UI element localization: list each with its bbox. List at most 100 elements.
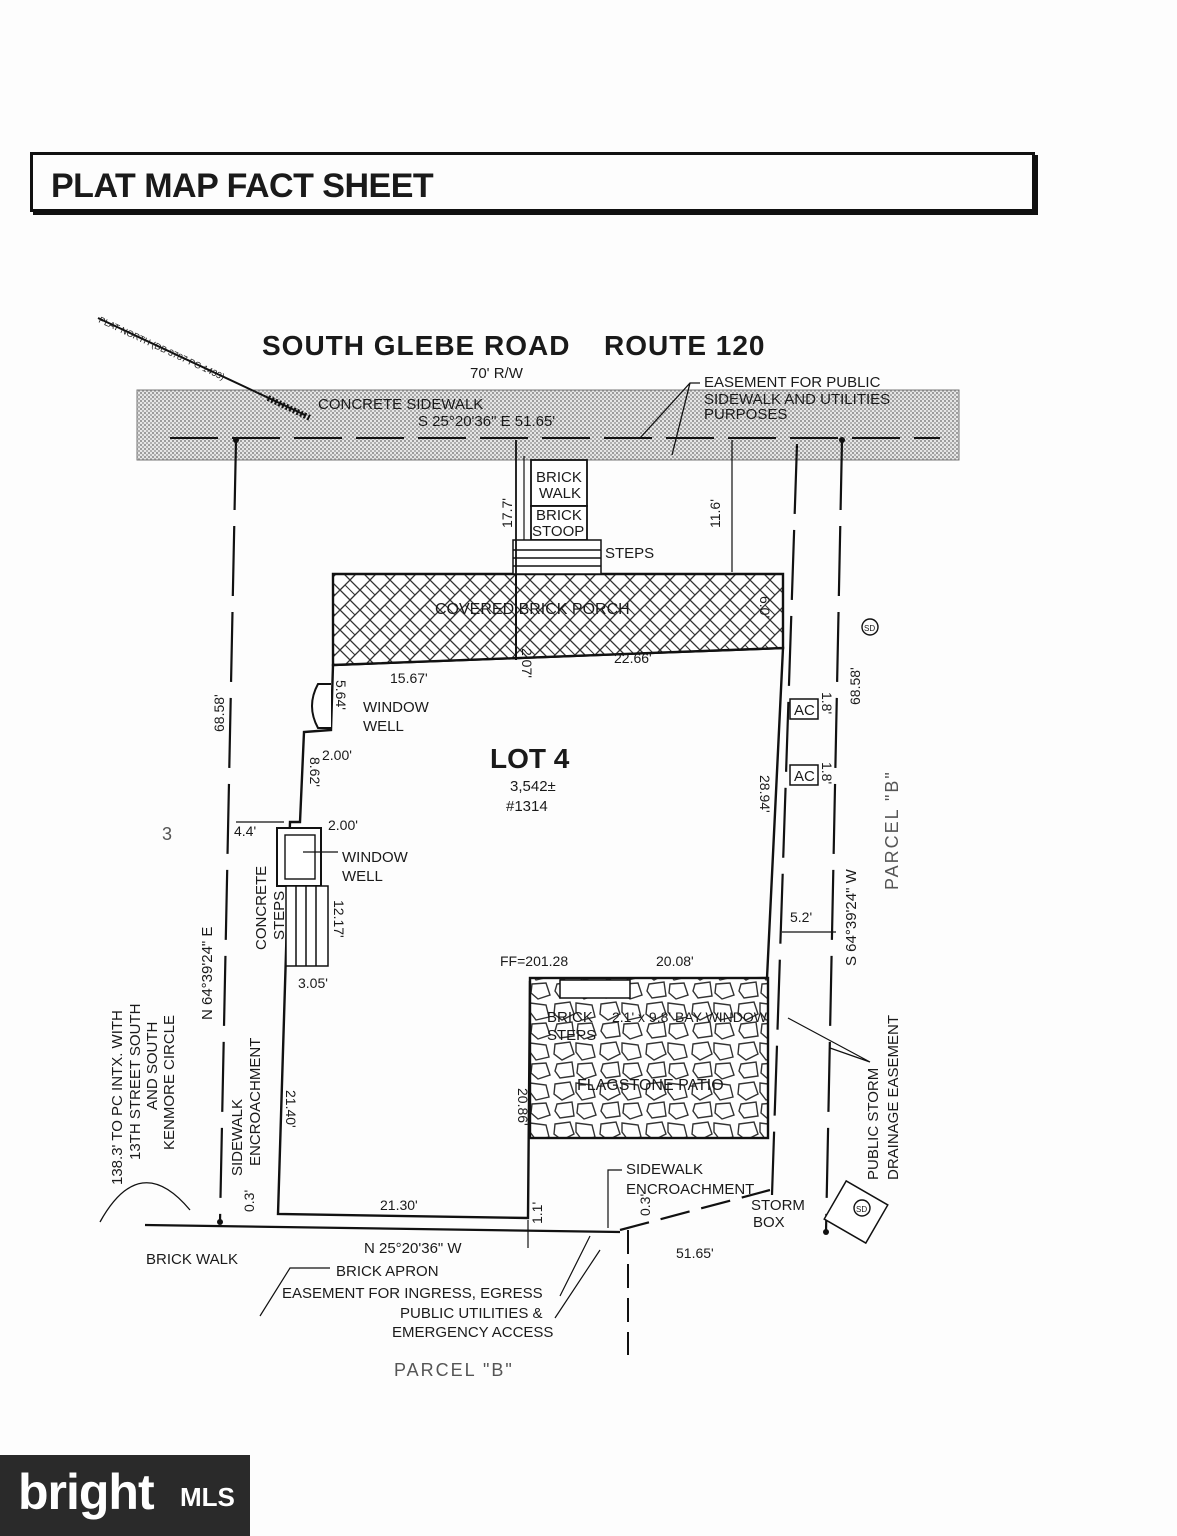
- rear-line-dashed: [619, 1188, 771, 1232]
- dim-68-58-right: 68.58': [847, 667, 863, 705]
- dim-12-17: 12.17': [331, 900, 347, 938]
- porch-label: COVERED BRICK PORCH: [435, 601, 630, 618]
- easement-line-2: SIDEWALK AND UTILITIES: [704, 391, 890, 408]
- sidewalk-enc-bottom-leader: [607, 1169, 622, 1228]
- dim-22-66: 22.66': [614, 650, 652, 666]
- flagstone-patio: [528, 976, 770, 1140]
- bearing-bottom: N 25°20'36" W: [364, 1240, 462, 1257]
- corner-pin-3: [217, 1219, 223, 1225]
- plat-north-label: PLAT NORTH (DB 3787 PG 1433): [97, 315, 226, 382]
- storm-easement-1: PUBLIC STORM: [865, 1068, 882, 1180]
- bearing-left: N 64°39'24" E: [199, 927, 216, 1020]
- brick-apron: BRICK APRON: [336, 1263, 439, 1280]
- brick-walk-top-2: WALK: [539, 485, 581, 502]
- brick-steps-2: STEPS: [547, 1027, 596, 1044]
- pc-note-arrow: [99, 1182, 191, 1223]
- lot-3-label: 3: [162, 824, 172, 844]
- sidewalk-enc-bottom-2: ENCROACHMENT: [626, 1181, 754, 1198]
- dim-3-05: 3.05': [298, 975, 328, 991]
- brick-walk-bottom: BRICK WALK: [146, 1251, 238, 1268]
- storm-box-2: BOX: [753, 1214, 785, 1231]
- sidewalk-enc-bottom-1: SIDEWALK: [626, 1161, 703, 1178]
- brick-steps-1: BRICK: [547, 1009, 593, 1026]
- lot-name: LOT 4: [490, 743, 570, 774]
- window-well-1-a: WINDOW: [363, 699, 430, 716]
- house-outline: [276, 646, 785, 1220]
- ac-unit-2: [789, 764, 819, 786]
- dim-15-67: 15.67': [390, 670, 428, 686]
- front-steps: [512, 539, 602, 575]
- storm-box-1: STORM: [751, 1197, 805, 1214]
- dim-4-4: 4.4': [234, 823, 256, 839]
- ingress-1: EASEMENT FOR INGRESS, EGRESS: [282, 1285, 543, 1302]
- dim-28-94: 28.94': [757, 775, 773, 813]
- window-well-2-a: WINDOW: [342, 849, 409, 866]
- dim-1-8-b: 1.8': [819, 762, 835, 784]
- page-title: PLAT MAP FACT SHEET: [51, 167, 434, 205]
- parcel-bottom: PARCEL "B": [394, 1360, 514, 1380]
- parcel-right: PARCEL "B": [882, 770, 902, 890]
- header-box: PLAT MAP FACT SHEET: [30, 152, 1035, 212]
- bay-window-label: 2.1' x 9.8' BAY WINDOW: [612, 1009, 768, 1025]
- dim-51-65: 51.65': [676, 1245, 714, 1261]
- window-well-2-inner: [284, 834, 316, 880]
- dim-2-00-a: 2.00': [322, 747, 352, 763]
- dim-2-07: 2.07': [519, 648, 535, 678]
- dimension-arrows: [236, 440, 836, 1248]
- ingress-leader: [259, 1235, 601, 1319]
- sd-icon-right: [861, 618, 879, 636]
- ac-unit-2-label: AC: [794, 768, 815, 785]
- road-band: [136, 389, 960, 461]
- dim-0-3-a: 0.3': [241, 1190, 257, 1212]
- ingress-3: EMERGENCY ACCESS: [392, 1324, 553, 1341]
- logo-word: bright: [18, 1464, 155, 1520]
- dim-8-62: 8.62': [307, 757, 323, 787]
- storm-box-sd: SD: [856, 1205, 867, 1214]
- pc-note-3: AND SOUTH: [144, 1022, 161, 1110]
- property-lines: [218, 439, 844, 1233]
- bearing-right: S 64°39'24" W: [843, 868, 860, 966]
- concrete-steps: [285, 885, 329, 967]
- sd-right-label: SD: [864, 624, 875, 633]
- dim-21-40: 21.40': [283, 1090, 299, 1128]
- easement-line-3: PURPOSES: [704, 406, 787, 423]
- lot-number: #1314: [506, 798, 548, 815]
- dim-2-00-b: 2.00': [328, 817, 358, 833]
- pc-note-1: 138.3' TO PC INTX. WITH: [109, 1010, 126, 1185]
- concrete-steps-2: STEPS: [271, 891, 288, 940]
- dim-20-08: 20.08': [656, 953, 694, 969]
- sidewalk-label: CONCRETE SIDEWALK: [318, 396, 483, 413]
- dim-21-30: 21.30': [380, 1197, 418, 1213]
- dim-1-1: 1.1': [529, 1202, 545, 1224]
- dim-0-3-b: 0.3': [637, 1194, 653, 1216]
- sidewalk-enc-left-2: ENCROACHMENT: [247, 1038, 264, 1166]
- dim-5-2: 5.2': [790, 909, 812, 925]
- corner-pin-2: [839, 437, 845, 443]
- easement-leader: [639, 382, 700, 456]
- pc-note-4: KENMORE CIRCLE: [161, 1015, 178, 1150]
- road-route: ROUTE 120: [604, 330, 766, 361]
- steps-label: STEPS: [605, 545, 654, 562]
- dim-68-58-left: 68.58': [211, 694, 227, 732]
- concrete-steps-1: CONCRETE: [253, 866, 270, 950]
- ac-unit-1: [789, 698, 819, 720]
- ff-label: FF=201.28: [500, 953, 568, 969]
- window-well-2-b: WELL: [342, 868, 383, 885]
- storm-easement-2: DRAINAGE EASEMENT: [885, 1015, 902, 1180]
- dim-6-0: 6.0': [757, 596, 773, 618]
- corner-pin-4: [823, 1229, 829, 1235]
- corner-pin-1: [233, 437, 239, 443]
- bearing-top: S 25°20'36" E 51.65': [418, 413, 555, 430]
- road-rw: 70' R/W: [470, 365, 524, 382]
- storm-easement-leader: [787, 1017, 871, 1063]
- window-well-1-b: WELL: [363, 718, 404, 735]
- sidewalk-enc-left-1: SIDEWALK: [229, 1099, 246, 1176]
- lot-area: 3,542±: [510, 778, 556, 795]
- storm-box: [823, 1179, 889, 1245]
- brick-stoop-1: BRICK: [536, 507, 582, 524]
- ingress-2: PUBLIC UTILITIES &: [400, 1305, 543, 1322]
- dim-1-8-a: 1.8': [819, 692, 835, 714]
- road-name: SOUTH GLEBE ROAD: [262, 330, 570, 361]
- brick-steps-rear: [559, 979, 631, 999]
